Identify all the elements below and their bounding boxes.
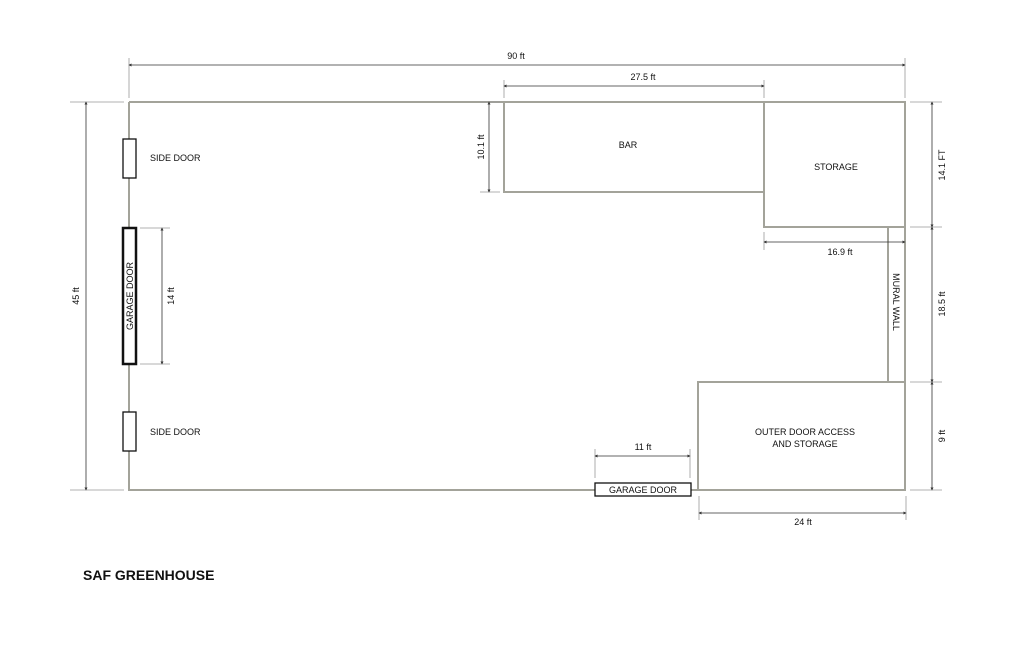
dimension-garage-door-left: 14 ft — [140, 227, 176, 365]
dimension-storage-width: 16.9 ft — [763, 232, 906, 257]
bar-area — [503, 101, 765, 193]
side-door-bottom-label: SIDE DOOR — [150, 427, 201, 437]
side-door-top-label: SIDE DOOR — [150, 153, 201, 163]
plan-title: SAF GREENHOUSE — [83, 567, 215, 583]
garage-door-bottom-label: GARAGE DOOR — [609, 485, 678, 495]
dimension-bar-width: 27.5 ft — [503, 72, 765, 98]
dimension-outer-storage-depth: 9 ft — [910, 381, 947, 491]
garage-door-left-dim-label: 14 ft — [166, 287, 176, 305]
overall-width-label: 90 ft — [507, 51, 525, 61]
garage-door-left — [121, 226, 138, 366]
garage-door-bottom-dim-label: 11 ft — [635, 442, 652, 452]
dimension-bar-depth: 10.1 ft — [476, 101, 500, 193]
bar-label: BAR — [619, 140, 638, 150]
dimension-outer-storage-width: 24 ft — [698, 496, 907, 527]
storage-room — [763, 101, 906, 228]
outer-door-label-line1: OUTER DOOR ACCESS — [755, 427, 855, 437]
dimension-storage-depth: 14.1 FT — [910, 101, 947, 228]
garage-door-left-label: GARAGE DOOR — [125, 261, 135, 330]
mural-wall-label: MURAL WALL — [891, 273, 901, 331]
outer-door-label-line2: AND STORAGE — [772, 439, 837, 449]
dimension-mural-wall: 18.5 ft — [910, 226, 947, 383]
outer-storage-depth-label: 9 ft — [937, 429, 947, 442]
dimension-overall-depth: 45 ft — [70, 101, 124, 491]
storage-depth-label: 14.1 FT — [937, 149, 947, 181]
outer-storage-width-label: 24 ft — [794, 517, 812, 527]
storage-width-label: 16.9 ft — [827, 247, 853, 257]
mural-wall-dim-label: 18.5 ft — [937, 291, 947, 317]
side-door-bottom — [122, 411, 137, 452]
side-door-top — [122, 138, 137, 179]
dimension-garage-door-bottom: 11 ft — [594, 442, 691, 478]
bar-width-label: 27.5 ft — [630, 72, 656, 82]
garage-door-bottom — [594, 482, 692, 497]
dimension-overall-width: 90 ft — [128, 51, 906, 98]
bar-depth-label: 10.1 ft — [476, 134, 486, 160]
overall-depth-label: 45 ft — [71, 287, 81, 305]
outer-door-access-storage — [697, 381, 906, 491]
storage-label: STORAGE — [814, 162, 858, 172]
